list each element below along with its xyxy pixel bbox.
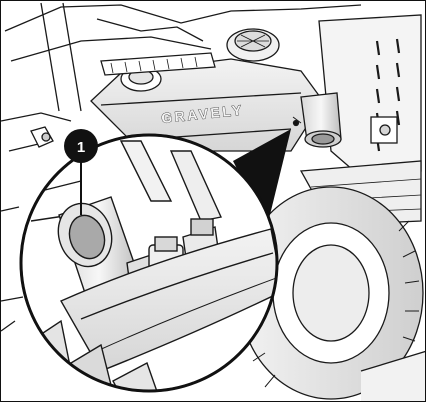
zoom-pointer-icon [233,129,291,227]
callout-label: 1 [77,139,85,156]
callout-1: 1 [64,129,98,215]
magnifier-detail-circle [19,133,279,393]
fill-tube-overview [292,92,342,148]
callout-marker-icon [64,129,98,163]
